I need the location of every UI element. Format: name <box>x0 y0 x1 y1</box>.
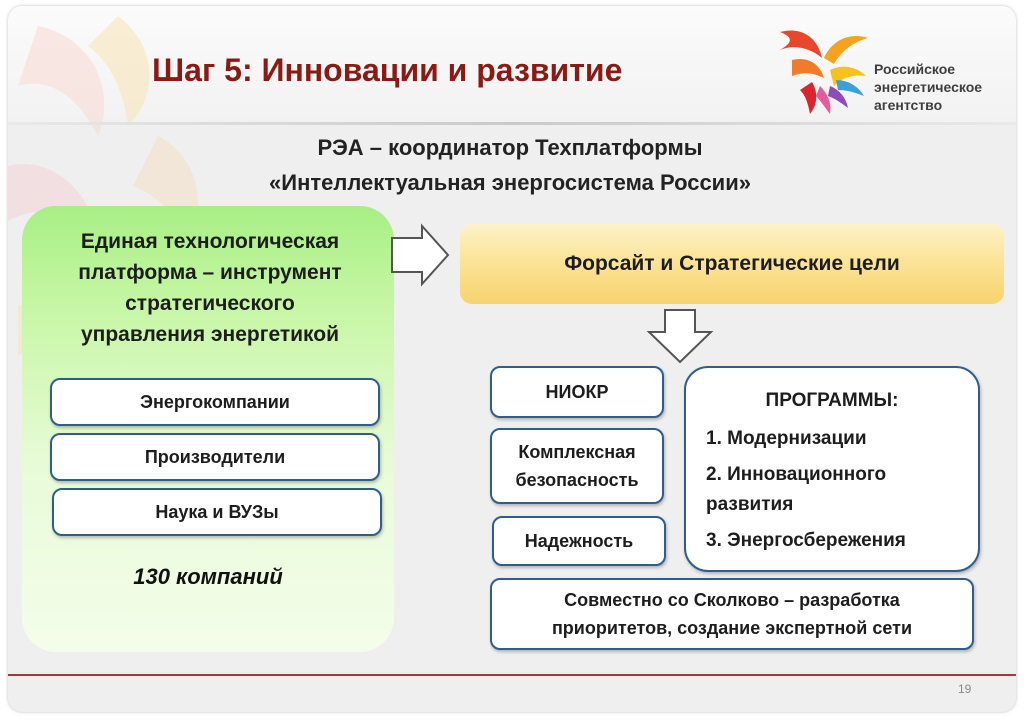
niokr-box: НИОКР <box>490 366 664 418</box>
header-divider <box>8 122 1016 125</box>
security-box: Комплексная безопасность <box>490 428 664 504</box>
platform-title-line-3: стратегического <box>125 292 295 315</box>
programs-title: ПРОГРАММЫ: <box>765 390 899 411</box>
skolkovo-line-2: приоритетов, создание экспертной сети <box>551 618 913 638</box>
logo-line-3: агентство <box>874 97 943 113</box>
member-science-universities: Наука и ВУЗы <box>52 488 382 536</box>
logo-line-1: Российское <box>874 61 956 77</box>
member-manufacturers: Производители <box>50 433 380 481</box>
programs-list: 1. Модернизации 2. Инновационного развит… <box>706 424 976 562</box>
header-band <box>8 6 1016 122</box>
security-line-1: Комплексная <box>518 442 636 462</box>
arrow-right-icon <box>391 223 450 287</box>
platform-title-line-1: Единая технологическая <box>80 230 340 253</box>
subtitle-line-1: РЭА – координатор Техплатформы <box>317 135 703 160</box>
program-item: 2. Инновационного развития <box>706 464 887 515</box>
reliability-box: Надежность <box>492 516 666 566</box>
subtitle: РЭА – координатор Техплатформы «Интеллек… <box>220 130 800 200</box>
companies-count: 130 компаний <box>133 564 283 589</box>
footer-divider <box>8 674 1016 676</box>
subtitle-line-2: «Интеллектуальная энергосистема России» <box>269 170 751 195</box>
skolkovo-line-1: Совместно со Сколково – разработка <box>564 590 900 610</box>
logo-text: Российское энергетическое агентство <box>874 60 982 114</box>
skolkovo-box: Совместно со Сколково – разработка приор… <box>490 578 974 650</box>
platform-title-line-4: управления энергетикой <box>80 323 340 346</box>
slide-title: Шаг 5: Инновации и развитие <box>152 52 623 88</box>
page-number: 19 <box>958 682 972 696</box>
platform-panel <box>22 206 394 652</box>
platform-title-line-2: платформа – инструмент <box>78 261 342 284</box>
programs-box: ПРОГРАММЫ: 1. Модернизации 2. Инновацион… <box>684 366 980 572</box>
arrow-down-icon <box>646 309 714 364</box>
foresight-panel: Форсайт и Стратегические цели <box>460 224 1004 304</box>
program-item: 1. Модернизации <box>706 428 867 449</box>
program-item: 3. Энергосбережения <box>706 530 906 551</box>
security-line-2: безопасность <box>515 470 639 490</box>
platform-title: Единая технологическая платформа – инстр… <box>32 226 388 350</box>
firebird-logo-icon <box>780 30 868 114</box>
logo-line-2: энергетическое <box>874 79 983 95</box>
member-energy-companies: Энергокомпании <box>50 378 380 426</box>
rea-logo: Российское энергетическое агентство <box>772 20 1008 116</box>
